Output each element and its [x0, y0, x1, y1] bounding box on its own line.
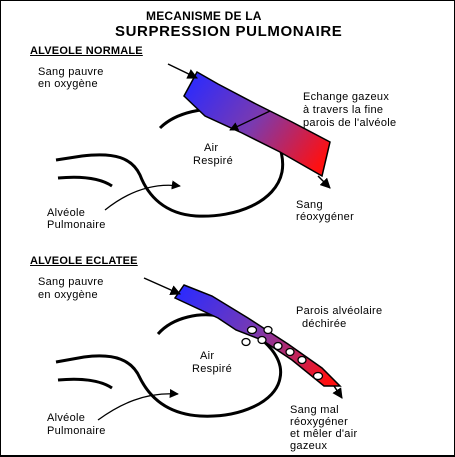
alveole-airway-lower-normal [58, 177, 112, 186]
label-alveole-burst-1: Alvéole [47, 412, 85, 424]
label-blood-in-burst-2: en oxygène [38, 289, 98, 301]
arrow-blood-in-burst [144, 278, 180, 294]
arrow-blood-out-burst [334, 386, 342, 398]
title-line-1: MECANISME DE LA [146, 9, 262, 23]
label-blood-out-normal-2: réoxygéner [296, 211, 354, 223]
title-line-2: SURPRESSION PULMONAIRE [115, 23, 342, 40]
section-heading-normal: ALVEOLE NORMALE [30, 45, 143, 57]
label-blood-in-burst-1: Sang pauvre [38, 276, 104, 288]
label-alveole-burst-2: Pulmonaire [47, 425, 106, 437]
label-alveole-normal-1: Alvéole [47, 207, 85, 219]
label-wall-2: déchirée [302, 318, 347, 330]
label-air-burst-1: Air [200, 350, 214, 362]
label-alveole-normal-2: Pulmonaire [47, 219, 106, 231]
arrow-alveole-normal [105, 185, 180, 210]
label-blood-out-burst-2: réoxygéner [290, 416, 348, 428]
arrow-blood-in-normal [168, 64, 197, 78]
label-exchange-2: à travers la fine [303, 104, 383, 116]
label-exchange-1: Echange gazeux [303, 91, 389, 103]
label-exchange-3: parois de l'alvéole [303, 117, 396, 129]
label-blood-out-burst-3: et mêler d'air [290, 428, 357, 440]
label-blood-out-burst-1: Sang mal [290, 404, 339, 416]
label-air-burst-2: Respiré [192, 363, 232, 375]
alveole-airway-lower-burst [58, 379, 112, 388]
label-blood-in-normal-1: Sang pauvre [38, 66, 104, 78]
section-heading-burst: ALVEOLE ECLATEE [30, 255, 138, 267]
label-blood-in-normal-2: en oxygène [38, 78, 98, 90]
label-air-normal-2: Respiré [193, 155, 233, 167]
label-air-normal-1: Air [204, 142, 218, 154]
arrow-blood-out-normal [318, 176, 330, 188]
label-blood-out-normal-1: Sang [296, 199, 323, 211]
label-wall-1: Parois alvéolaire [296, 305, 382, 317]
label-blood-out-burst-4: gazeux [290, 440, 327, 452]
